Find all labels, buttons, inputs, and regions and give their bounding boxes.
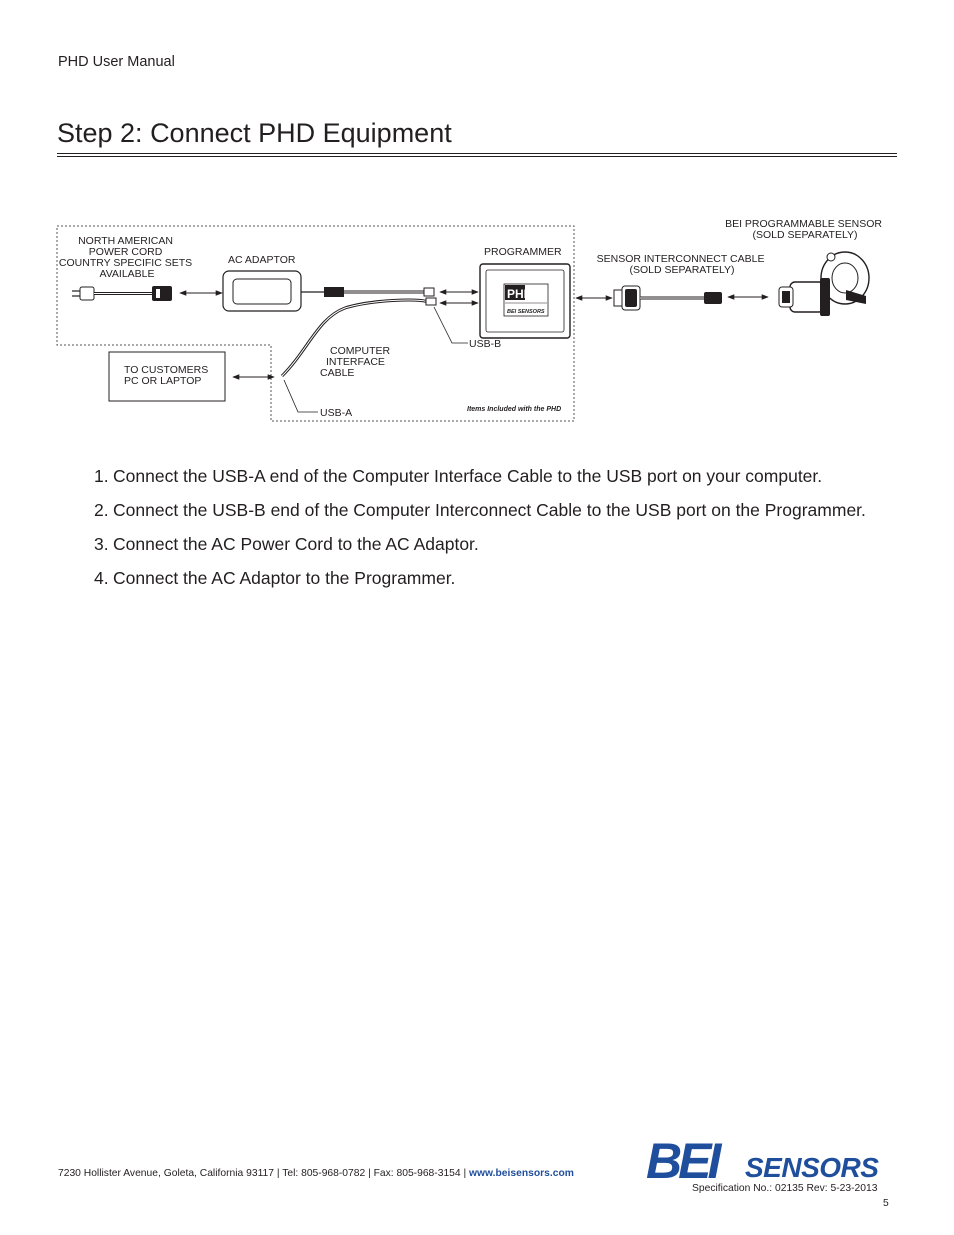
- computer-cable-label: COMPUTER INTERFACE CABLE: [320, 345, 393, 379]
- step-text: Connect the AC Adaptor to the Programmer…: [113, 568, 456, 588]
- step-text: Connect the AC Power Cord to the AC Adap…: [113, 534, 479, 554]
- page-title: Step 2: Connect PHD Equipment: [57, 118, 452, 148]
- title-rule-top: [57, 153, 897, 154]
- bei-sensors-logo: BEI SENSORS: [646, 1133, 880, 1182]
- step-text: Connect the USB-A end of the Computer In…: [113, 466, 823, 486]
- phd-box-brand: BEI SENSORS: [507, 309, 545, 315]
- bei-sensor-label: BEI PROGRAMMABLE SENSOR (SOLD SEPARATELY…: [725, 218, 885, 241]
- customers-pc-box: [108, 351, 226, 402]
- bei-sensor-icon: [778, 251, 870, 316]
- customers-pc-label: TO CUSTOMERS PC OR LAPTOP: [124, 364, 211, 387]
- usb-a-label: USB-A: [320, 407, 352, 419]
- address-text: 7230 Hollister Avenue, Goleta, Californi…: [58, 1168, 470, 1179]
- power-cord-icon: [72, 286, 172, 301]
- sensor-cable-label: SENSOR INTERCONNECT CABLE (SOLD SEPARATE…: [597, 253, 768, 276]
- included-items-boundary: [56, 225, 575, 422]
- website-link[interactable]: www.beisensors.com: [469, 1168, 574, 1179]
- svg-text:BEI: BEI: [646, 1133, 722, 1182]
- list-item: 4.Connect the AC Adaptor to the Programm…: [94, 566, 884, 590]
- ac-adaptor-icon: [222, 270, 435, 312]
- running-header: PHD User Manual: [58, 54, 175, 70]
- title-rule-bottom: [57, 156, 897, 157]
- sensor-interconnect-cable-icon: [613, 285, 722, 311]
- step-number: 1.: [94, 466, 109, 486]
- ac-adaptor-label: AC ADAPTOR: [228, 254, 296, 266]
- list-item: 2.Connect the USB-B end of the Computer …: [94, 498, 884, 522]
- programmer-icon: [479, 263, 571, 339]
- usb-b-label: USB-B: [469, 338, 501, 350]
- steps-list: 1.Connect the USB-A end of the Computer …: [94, 464, 884, 600]
- power-cord-label: NORTH AMERICAN POWER CORD COUNTRY SPECIF…: [59, 235, 195, 280]
- specification-info: Specification No.: 02135 Rev: 5-23-2013: [692, 1183, 878, 1194]
- step-number: 3.: [94, 534, 109, 554]
- connection-diagram: NORTH AMERICAN POWER CORD COUNTRY SPECIF…: [56, 218, 885, 422]
- computer-interface-cable-icon: [280, 297, 437, 378]
- step-number: 4.: [94, 568, 109, 588]
- page-number: 5: [883, 1198, 889, 1209]
- step-text: Connect the USB-B end of the Computer In…: [113, 500, 866, 520]
- programmer-label: PROGRAMMER: [484, 246, 562, 258]
- svg-text:SENSORS: SENSORS: [745, 1152, 879, 1182]
- step-number: 2.: [94, 500, 109, 520]
- list-item: 1.Connect the USB-A end of the Computer …: [94, 464, 884, 488]
- footer-address: 7230 Hollister Avenue, Goleta, Californi…: [58, 1168, 574, 1179]
- items-included-note: Items Included with the PHD: [467, 406, 561, 413]
- phd-box-logo: PHD: [507, 287, 533, 301]
- list-item: 3.Connect the AC Power Cord to the AC Ad…: [94, 532, 884, 556]
